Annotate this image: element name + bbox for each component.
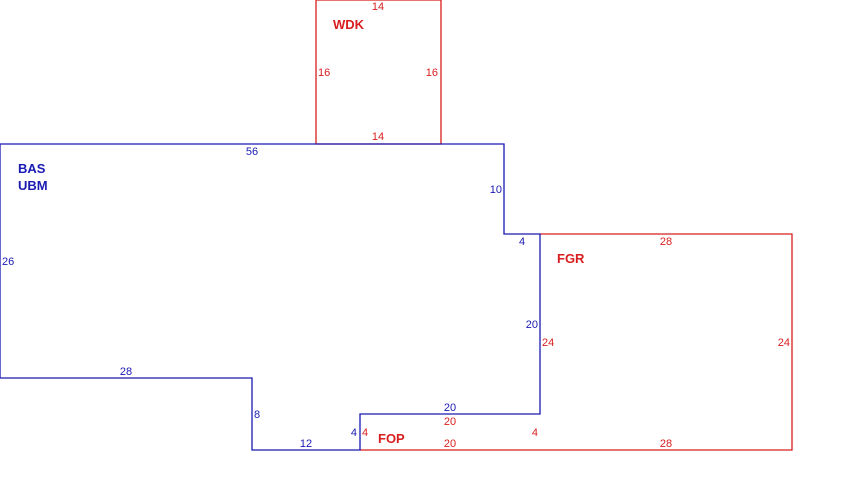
dim-wdk-bottom: 14 — [372, 131, 384, 143]
wdk-label: WDK — [333, 17, 365, 32]
dim-bas-top: 56 — [246, 146, 258, 158]
dim-bas-bottom-mid: 12 — [300, 438, 312, 450]
dim-wdk-top: 14 — [372, 1, 384, 13]
fgr-outline — [540, 233, 793, 451]
bas-label: BAS — [18, 161, 46, 176]
dim-bas-right-upper: 10 — [490, 184, 502, 196]
dim-fgr-right: 24 — [778, 337, 790, 349]
dim-bas-step: 4 — [519, 236, 525, 248]
dim-bas-bottom-left: 28 — [120, 366, 132, 378]
dim-fgr-left: 24 — [542, 337, 554, 349]
dim-bas-left: 26 — [2, 256, 14, 268]
dim-fop-left: 4 — [362, 427, 368, 439]
dim-fop-right: 4 — [532, 427, 538, 439]
dim-bas-right-lower: 20 — [526, 319, 538, 331]
dim-wdk-right: 16 — [426, 67, 438, 79]
ubm-label: UBM — [18, 178, 48, 193]
dim-bas-fop-top: 20 — [444, 402, 456, 414]
bas-outline — [0, 143, 541, 451]
fgr-label: FGR — [557, 251, 585, 266]
fop-label: FOP — [378, 431, 405, 446]
dim-wdk-left: 16 — [318, 67, 330, 79]
wdk-outline — [315, 0, 442, 144]
dim-bas-fop-side: 4 — [351, 427, 357, 439]
dim-bas-lower-step: 8 — [254, 409, 260, 421]
dim-fop-bottom: 20 — [444, 438, 456, 450]
dim-fgr-bottom: 28 — [660, 438, 672, 450]
dim-fgr-top: 28 — [660, 236, 672, 248]
dim-fop-top: 20 — [444, 416, 456, 428]
